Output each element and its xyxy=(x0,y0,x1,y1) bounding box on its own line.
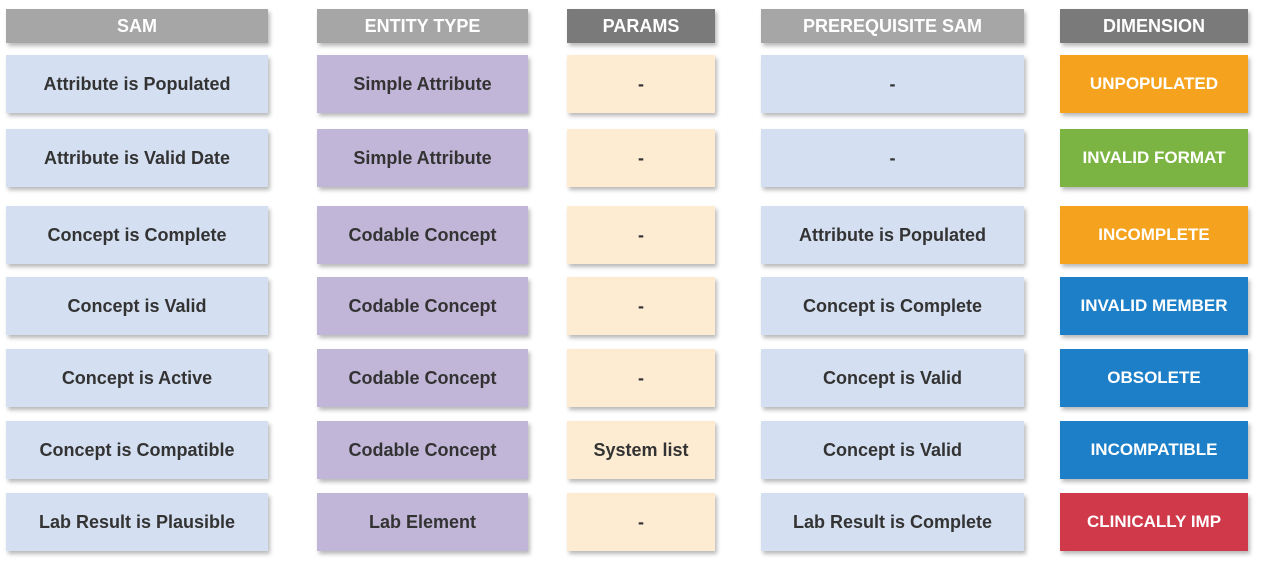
header-sam: SAM xyxy=(6,9,268,43)
params-cell: - xyxy=(567,493,715,551)
prerequisite-sam-cell: - xyxy=(761,129,1024,187)
sam-cell: Lab Result is Plausible xyxy=(6,493,268,551)
entity-type-cell: Codable Concept xyxy=(317,349,528,407)
header-entity-type: ENTITY TYPE xyxy=(317,9,528,43)
entity-type-cell: Codable Concept xyxy=(317,206,528,264)
dimension-badge-invalid-format: INVALID FORMAT xyxy=(1060,129,1248,187)
entity-type-cell: Codable Concept xyxy=(317,277,528,335)
prerequisite-sam-cell: - xyxy=(761,55,1024,113)
entity-type-cell: Simple Attribute xyxy=(317,129,528,187)
entity-type-cell: Lab Element xyxy=(317,493,528,551)
params-cell: - xyxy=(567,349,715,407)
dimension-badge-incompatible: INCOMPATIBLE xyxy=(1060,421,1248,479)
sam-cell: Attribute is Populated xyxy=(6,55,268,113)
dimension-badge-clinically-imp: CLINICALLY IMP xyxy=(1060,493,1248,551)
params-cell: - xyxy=(567,277,715,335)
sam-cell: Concept is Valid xyxy=(6,277,268,335)
entity-type-cell: Codable Concept xyxy=(317,421,528,479)
dimension-badge-obsolete: OBSOLETE xyxy=(1060,349,1248,407)
params-cell: - xyxy=(567,55,715,113)
prerequisite-sam-cell: Concept is Complete xyxy=(761,277,1024,335)
sam-cell: Attribute is Valid Date xyxy=(6,129,268,187)
header-dimension: DIMENSION xyxy=(1060,9,1248,43)
dimension-badge-invalid-member: INVALID MEMBER xyxy=(1060,277,1248,335)
params-cell: - xyxy=(567,206,715,264)
dimension-badge-incomplete: INCOMPLETE xyxy=(1060,206,1248,264)
params-cell: - xyxy=(567,129,715,187)
sam-cell: Concept is Compatible xyxy=(6,421,268,479)
entity-type-cell: Simple Attribute xyxy=(317,55,528,113)
header-params: PARAMS xyxy=(567,9,715,43)
params-cell: System list xyxy=(567,421,715,479)
prerequisite-sam-cell: Concept is Valid xyxy=(761,349,1024,407)
dimension-badge-unpopulated: UNPOPULATED xyxy=(1060,55,1248,113)
header-prerequisite-sam: PREREQUISITE SAM xyxy=(761,9,1024,43)
prerequisite-sam-cell: Attribute is Populated xyxy=(761,206,1024,264)
sam-cell: Concept is Active xyxy=(6,349,268,407)
sam-cell: Concept is Complete xyxy=(6,206,268,264)
prerequisite-sam-cell: Lab Result is Complete xyxy=(761,493,1024,551)
prerequisite-sam-cell: Concept is Valid xyxy=(761,421,1024,479)
